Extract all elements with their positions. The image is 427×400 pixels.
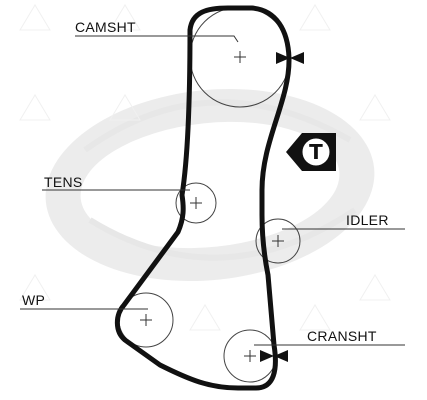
crankshaft-timing-mark (260, 350, 288, 362)
camshaft-leader (75, 35, 239, 43)
timing-belt (114, 5, 292, 391)
crankshaft-label: CRANSHT (307, 328, 377, 344)
tensioner-pulley (175, 182, 217, 224)
tensioner-badge: T (286, 133, 336, 171)
leader-lines (20, 35, 405, 346)
idler-label: IDLER (346, 212, 389, 228)
camshaft-label: CAMSHT (75, 19, 136, 35)
water-pump-label: WP (22, 292, 45, 308)
idler-pulley (255, 218, 301, 264)
tensioner-label: TENS (44, 174, 83, 190)
tensioner-badge-letter: T (309, 140, 323, 164)
camshaft-timing-mark (276, 52, 304, 64)
pulley-centers (140, 51, 284, 362)
watermark-logo (19, 4, 391, 331)
